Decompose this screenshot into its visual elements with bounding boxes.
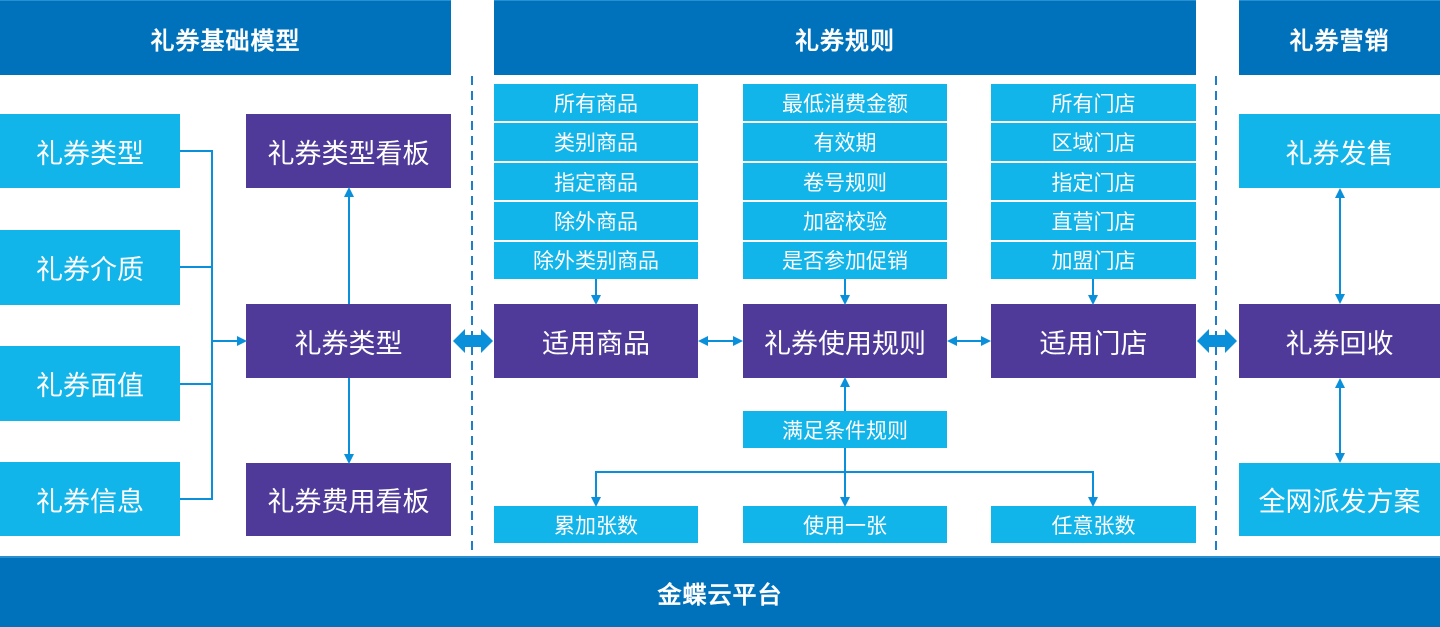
quantity-option-single: 使用一张 [743,506,947,543]
block-double-arrow-icon [453,329,493,353]
store-option-item: 加盟门店 [991,241,1196,280]
network-distribution-box: 全网派发方案 [1239,463,1440,536]
input-bus-connector [180,150,213,500]
coupon-type-core-box: 礼券类型 [246,304,451,378]
rule-option-item: 加密校验 [743,202,947,242]
block-double-arrow-icon [1197,329,1237,353]
section-header-rules: 礼券规则 [494,0,1196,75]
rule-option-item: 有效期 [743,123,947,163]
input-box-coupon-type: 礼券类型 [0,114,180,188]
input-box-coupon-medium: 礼券介质 [0,230,180,305]
coupon-recycle-box: 礼券回收 [1239,304,1440,378]
section-header-marketing: 礼券营销 [1239,0,1440,75]
platform-bar: 金蝶云平台 [0,556,1440,627]
usage-rules-box: 礼券使用规则 [743,304,947,378]
input-box-coupon-face-value: 礼券面值 [0,346,180,421]
condition-rules-box: 满足条件规则 [743,411,947,448]
store-option-item: 区域门店 [991,123,1196,163]
store-option-item: 直营门店 [991,202,1196,242]
fork-connector [596,448,1093,473]
coupon-cost-dashboard-box: 礼券费用看板 [246,463,451,536]
goods-option-item: 类别商品 [494,123,698,163]
section-header-base-model: 礼券基础模型 [0,0,451,75]
coupon-type-dashboard-box: 礼券类型看板 [246,114,451,188]
goods-option-item: 指定商品 [494,162,698,203]
store-option-item: 所有门店 [991,84,1196,124]
input-box-coupon-info: 礼券信息 [0,462,180,536]
coupon-sale-box: 礼券发售 [1239,114,1440,188]
quantity-option-any: 任意张数 [991,506,1196,543]
applicable-stores-box: 适用门店 [991,304,1196,378]
goods-option-item: 除外类别商品 [494,241,698,280]
goods-option-item: 除外商品 [494,202,698,242]
rule-option-item: 最低消费金额 [743,84,947,124]
applicable-goods-box: 适用商品 [494,304,698,378]
rule-options-list: 最低消费金额 有效期 卷号规则 加密校验 是否参加促销 [743,84,947,280]
rule-option-item: 是否参加促销 [743,241,947,280]
goods-options-list: 所有商品 类别商品 指定商品 除外商品 除外类别商品 [494,84,698,280]
store-options-list: 所有门店 区域门店 指定门店 直营门店 加盟门店 [991,84,1196,280]
quantity-option-cumulative: 累加张数 [494,506,698,543]
goods-option-item: 所有商品 [494,84,698,124]
rule-option-item: 卷号规则 [743,162,947,203]
store-option-item: 指定门店 [991,162,1196,203]
